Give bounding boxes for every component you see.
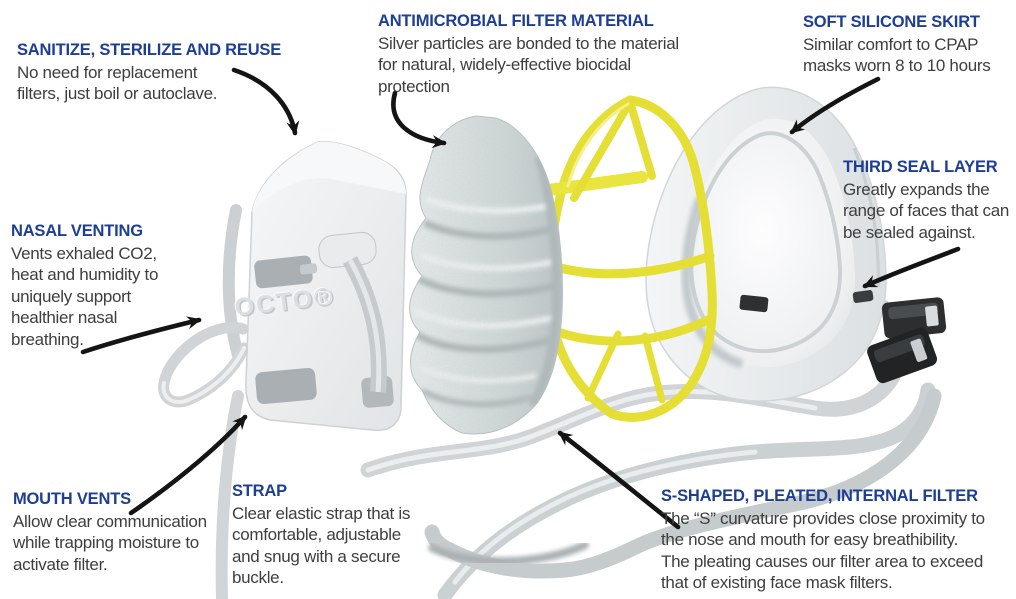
shell-top-face <box>252 141 406 212</box>
label-s-filter-line-3: The pleating causes our filter area to e… <box>661 551 983 571</box>
label-sanitize-line-2: filters, just boil or autoclave. <box>17 84 218 103</box>
shell-nasal-vent-notch <box>299 263 318 275</box>
label-sanitize-line-1: No need for replacement <box>17 62 198 82</box>
filter-texture-group <box>409 116 563 435</box>
label-mouth-line-1: Allow clear communication <box>13 511 207 531</box>
label-third-seal-line-1: Greatly expands the <box>843 179 990 199</box>
label-sanitize: SANITIZE, STERILIZE AND REUSE No need fo… <box>17 40 281 105</box>
label-mouth-line-2: while trapping moisture to <box>13 533 199 552</box>
label-nasal-line-4: healthier nasal <box>11 308 118 327</box>
label-silicone: SOFT SILICONE SKIRT Similar comfort to C… <box>803 12 991 77</box>
label-silicone-line-2: masks worn 8 to 10 hours <box>803 56 991 75</box>
label-s-filter-line-4: that of existing face mask filters. <box>661 573 893 592</box>
cage-highlight <box>566 102 630 188</box>
cage-low-band <box>553 315 713 346</box>
label-strap-heading: STRAP <box>232 482 287 500</box>
strap-left-vertical <box>222 204 244 361</box>
buckle-lower <box>867 327 937 384</box>
label-nasal-line-2: heat and humidity to <box>11 265 159 284</box>
label-nasal-heading: NASAL VENTING <box>11 222 143 240</box>
label-strap-line-1: Clear elastic strap that is <box>232 503 411 523</box>
label-s-filter-heading: S-SHAPED, PLEATED, INTERNAL FILTER <box>661 487 978 505</box>
label-third-seal-line-2: range of faces that can <box>843 201 1010 220</box>
arrow-nasal <box>80 316 202 355</box>
label-nasal-line-5: breathing. <box>11 329 84 349</box>
label-antimicrobial-line-2: for natural, widely-effective biocidal <box>378 55 631 74</box>
label-antimicrobial: ANTIMICROBIAL FILTER MATERIAL Silver par… <box>378 11 679 97</box>
label-third-seal-heading: THIRD SEAL LAYER <box>843 158 998 176</box>
buckle-upper <box>881 297 947 339</box>
mask-strap-port <box>739 294 769 313</box>
cage-diagonal-left <box>570 98 634 202</box>
label-third-seal: THIRD SEAL LAYER Greatly expands the ran… <box>843 157 1009 243</box>
label-silicone-heading: SOFT SILICONE SKIRT <box>803 13 980 31</box>
cage-outer-ring <box>545 95 717 422</box>
buckle-connector <box>852 290 874 303</box>
label-silicone-line-1: Similar comfort to CPAP <box>803 34 979 54</box>
label-s-filter-line-2: the nose and mouth for easy breathibilit… <box>661 530 959 549</box>
arrow-antimicrobial <box>391 90 447 149</box>
label-nasal-line-1: Vents exhaled CO2, <box>11 243 157 263</box>
filter-cage <box>543 95 717 422</box>
cage-bottom-strut-right <box>641 332 666 404</box>
filter-fiber-noise <box>409 116 563 435</box>
label-strap-line-3: and snug with a secure <box>232 546 401 566</box>
label-antimicrobial-heading: ANTIMICROBIAL FILTER MATERIAL <box>378 12 654 30</box>
arrow-s-filter <box>557 430 681 530</box>
label-mouth: MOUTH VENTS Allow clear communication wh… <box>13 489 207 575</box>
shell-mouth-vent-slot-left <box>255 368 317 404</box>
strap-wave-lower-highlight <box>452 449 758 585</box>
label-antimicrobial-line-1: Silver particles are bonded to the mater… <box>378 33 679 53</box>
mask-inner-hole <box>686 118 856 368</box>
mask-inner-shade <box>681 196 744 369</box>
label-mouth-heading: MOUTH VENTS <box>13 490 131 508</box>
pleated-filter <box>409 115 563 435</box>
cage-diagonal-right <box>626 98 656 180</box>
annotation-arrows <box>80 67 961 530</box>
shell-nasal-vent-slot <box>254 255 313 289</box>
cage-mid-band <box>548 251 715 279</box>
strap-bottom-sweep-shade <box>428 541 589 566</box>
label-strap-line-2: comfortable, adjustable <box>232 525 401 544</box>
arrow-sanitize <box>231 67 300 136</box>
label-nasal-line-3: uniquely support <box>11 286 131 306</box>
label-nasal: NASAL VENTING Vents exhaled CO2, heat an… <box>11 221 158 350</box>
label-strap-line-4: buckle. <box>232 568 284 587</box>
arrow-third-seal <box>862 246 961 289</box>
arrow-silicone <box>789 76 881 135</box>
label-sanitize-heading: SANITIZE, STERILIZE AND REUSE <box>17 41 282 59</box>
label-s-filter: S-SHAPED, PLEATED, INTERNAL FILTER The “… <box>661 486 985 594</box>
label-antimicrobial-line-3: protection <box>378 76 450 96</box>
label-s-filter-line-1: The “S” curvature provides close proximi… <box>661 508 985 528</box>
shell-strap-through-highlight <box>347 258 382 393</box>
strap-buckles <box>852 290 947 384</box>
cage-nose-bar <box>543 171 648 196</box>
front-shell: OCTO® OCTO® OCTO® <box>232 141 407 432</box>
mask-right-crease <box>852 147 880 288</box>
label-mouth-line-3: activate filter. <box>13 554 108 574</box>
cage-bottom-strut-left <box>584 330 622 402</box>
label-third-seal-line-3: be sealed against. <box>843 222 976 242</box>
label-strap: STRAP Clear elastic strap that is comfor… <box>232 481 410 589</box>
strap-bottom-sweep <box>424 388 942 579</box>
strap-left-loop-highlight <box>161 346 246 404</box>
arrow-mouth <box>128 414 248 516</box>
